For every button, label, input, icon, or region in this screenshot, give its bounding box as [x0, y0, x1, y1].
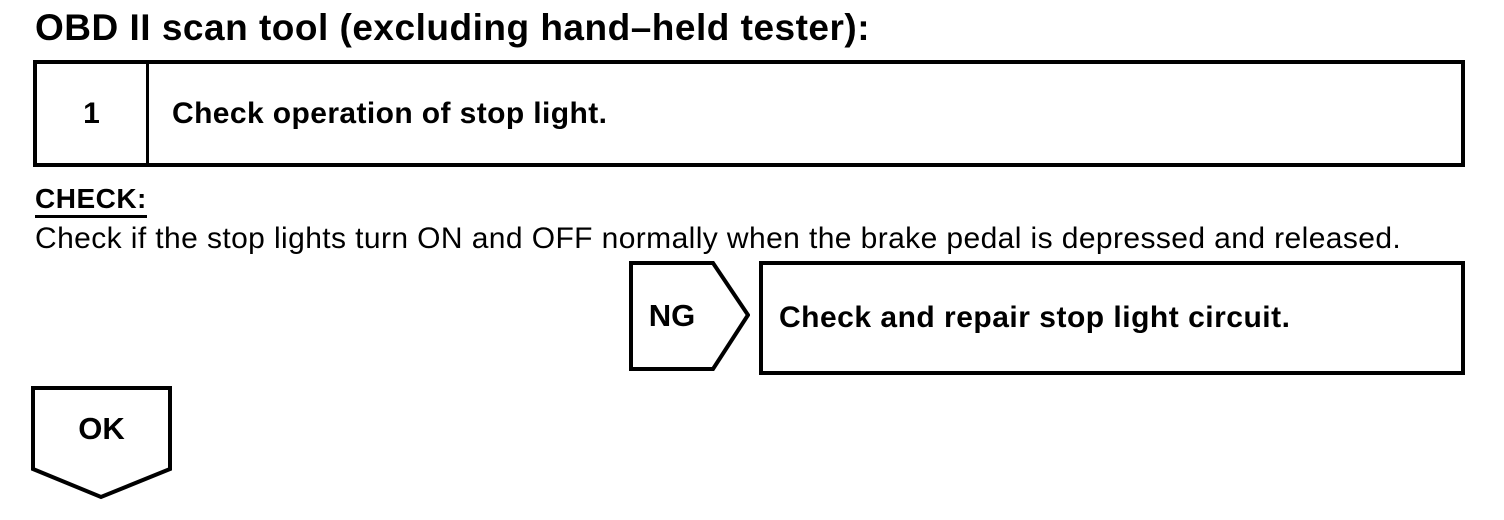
step-number: 1 [37, 64, 149, 163]
step-instruction: Check operation of stop light. [172, 96, 608, 130]
ok-branch-label: OK [78, 410, 125, 446]
page-title: OBD II scan tool (excluding hand–held te… [35, 7, 871, 48]
ng-connector-arrow-icon [629, 261, 750, 371]
ng-branch-label: NG [648, 298, 696, 333]
ng-action-box: Check and repair stop light circuit. [759, 261, 1465, 375]
step-box: 1 Check operation of stop light. [33, 60, 1465, 167]
check-heading: CHECK: [35, 184, 147, 218]
ok-connector-arrow-icon [31, 386, 172, 500]
check-description: Check if the stop lights turn ON and OFF… [35, 222, 1402, 255]
